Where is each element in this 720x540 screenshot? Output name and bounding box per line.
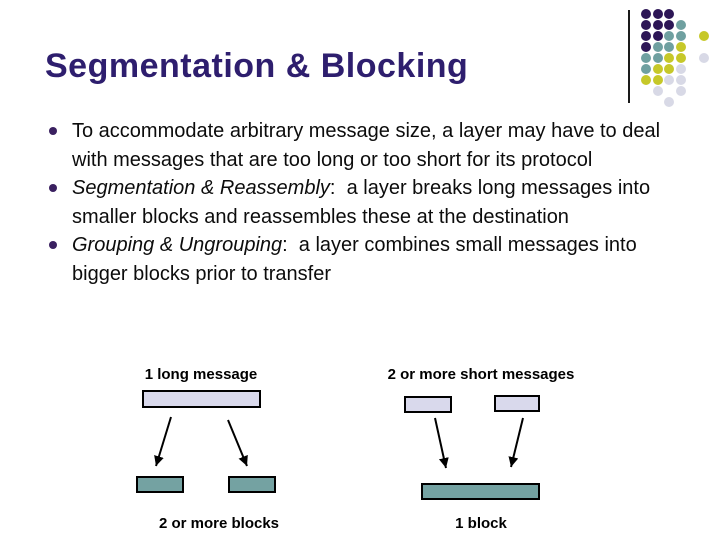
- decor-dot: [641, 64, 651, 74]
- decor-dot: [652, 64, 663, 74]
- bullet-text: : a layer breaks long messages into smal…: [72, 177, 656, 228]
- decor-dot: [641, 53, 651, 63]
- label-blocks: 2 or more blocks: [158, 515, 280, 532]
- bullet-icon: [49, 241, 57, 249]
- label-short-messages: 2 or more short messages: [387, 366, 575, 383]
- decor-dot: [641, 9, 651, 19]
- bullet-lead: Grouping & Ungrouping: [72, 234, 283, 256]
- block-rect-1: [136, 476, 184, 493]
- decor-dot: [652, 53, 663, 63]
- decor-dot: [652, 31, 663, 41]
- bullet-item: Grouping & Ungrouping: a layer combines …: [45, 231, 663, 288]
- decor-dot: [664, 97, 674, 107]
- label-long-message: 1 long message: [144, 366, 258, 383]
- short-message-rect-2: [494, 395, 540, 412]
- decor-dot: [641, 31, 651, 41]
- decor-dot: [664, 31, 674, 41]
- decor-dot: [675, 20, 686, 30]
- decor-dot: [664, 9, 674, 19]
- decor-dot: [675, 86, 686, 96]
- page-title: Segmentation & Blocking: [45, 47, 469, 85]
- label-one-block: 1 block: [455, 515, 507, 532]
- decor-dot: [675, 31, 686, 41]
- group-arrow-right-1: [434, 417, 449, 469]
- bullet-list: To accommodate arbitrary message size, a…: [45, 117, 663, 288]
- decor-dot: [664, 64, 674, 74]
- long-message-rect: [142, 390, 261, 408]
- bullet-item: Segmentation & Reassembly: a layer break…: [45, 174, 663, 231]
- decor-dot: [652, 86, 663, 96]
- decor-dot: [652, 42, 663, 52]
- decor-dot: [664, 53, 674, 63]
- bullet-text: : a layer combines small messages into b…: [72, 234, 643, 285]
- decor-dot: [641, 20, 651, 30]
- dot-grid: [641, 9, 716, 112]
- decor-dot: [652, 9, 663, 19]
- decor-dot: [652, 20, 663, 30]
- short-message-rect-1: [404, 396, 452, 413]
- bullet-icon: [49, 184, 57, 192]
- decor-dot: [664, 42, 674, 52]
- decor-dot: [675, 42, 686, 52]
- decor-dot: [698, 31, 709, 41]
- bullet-item: To accommodate arbitrary message size, a…: [45, 117, 663, 174]
- decor-vertical-line: [628, 10, 630, 103]
- decor-dot: [641, 42, 651, 52]
- block-rect-2: [228, 476, 276, 493]
- decor-dot: [675, 75, 686, 85]
- segment-arrow-left-2: [227, 419, 248, 467]
- decor-dot: [675, 64, 686, 74]
- decor-dot: [664, 20, 674, 30]
- block-rect-long: [421, 483, 540, 500]
- decor-dot: [652, 75, 663, 85]
- bullet-icon: [49, 127, 57, 135]
- decor-dot: [641, 75, 651, 85]
- group-arrow-right-2: [508, 417, 524, 468]
- segment-arrow-left-1: [154, 416, 172, 467]
- decor-dot: [698, 53, 709, 63]
- bullet-text: To accommodate arbitrary message size, a…: [72, 120, 666, 171]
- decor-dot: [675, 53, 686, 63]
- bullet-lead: Segmentation & Reassembly: [72, 177, 330, 199]
- decor-dot: [664, 75, 674, 85]
